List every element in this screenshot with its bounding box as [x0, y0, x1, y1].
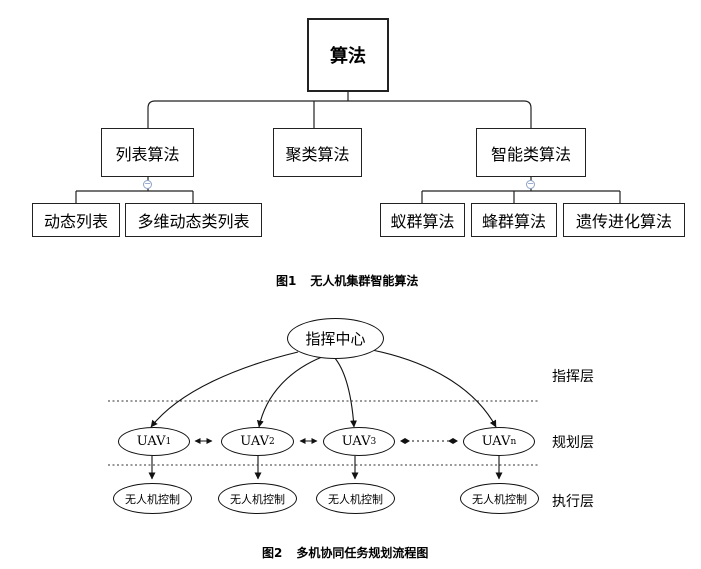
- uav-label: UAV: [136, 434, 166, 449]
- exec-node-n: 无人机控制: [460, 483, 539, 514]
- exec-arrows: [148, 456, 503, 480]
- layer-separators: [108, 400, 540, 466]
- command-arrows: [150, 349, 497, 428]
- node-smart-algorithm: 智能类算法: [476, 128, 586, 177]
- exec-node-2: 无人机控制: [218, 483, 297, 514]
- node-dynamic-list: 动态列表: [32, 203, 120, 237]
- command-center-node: 指挥中心: [287, 318, 384, 359]
- figure2-caption: 图2 多机协同任务规划流程图: [262, 544, 428, 561]
- uav-label: UAV: [341, 434, 371, 449]
- node-multidim-dynamic-list: 多维动态类列表: [125, 203, 262, 237]
- node-ant-colony: 蚁群算法: [380, 203, 465, 237]
- node-genetic-evolution: 遗传进化算法: [563, 203, 685, 237]
- uav-subscript: 2: [268, 436, 275, 447]
- node-bee-colony: 蜂群算法: [471, 203, 557, 237]
- figure1-caption-text: 无人机集群智能算法: [310, 274, 419, 288]
- figure2-caption-text: 多机协同任务规划流程图: [296, 546, 429, 560]
- layer-label-planning: 规划层: [552, 435, 594, 451]
- node-list-algorithm: 列表算法: [101, 128, 194, 177]
- uav-subscript: 1: [165, 436, 172, 447]
- layer-label-execution: 执行层: [552, 494, 594, 510]
- layer-label-command: 指挥层: [552, 369, 594, 385]
- exec-node-3: 无人机控制: [316, 483, 395, 514]
- collapse-icon[interactable]: −: [526, 179, 535, 189]
- figure2-caption-number: 图2: [262, 546, 283, 560]
- tree-connectors: [75, 92, 621, 203]
- uav-links: [194, 438, 458, 444]
- collapse-icon[interactable]: −: [143, 179, 152, 189]
- root-node: 算法: [307, 18, 389, 92]
- figure1-caption: 图1 无人机集群智能算法: [276, 272, 418, 289]
- uav-label: UAV: [240, 434, 269, 449]
- node-cluster-algorithm: 聚类算法: [273, 128, 362, 177]
- exec-node-1: 无人机控制: [113, 483, 192, 514]
- uav-subscript: n: [510, 436, 517, 447]
- uav-subscript: 3: [370, 436, 377, 447]
- uav-label: UAV: [481, 434, 511, 449]
- figure1-caption-number: 图1: [276, 274, 297, 288]
